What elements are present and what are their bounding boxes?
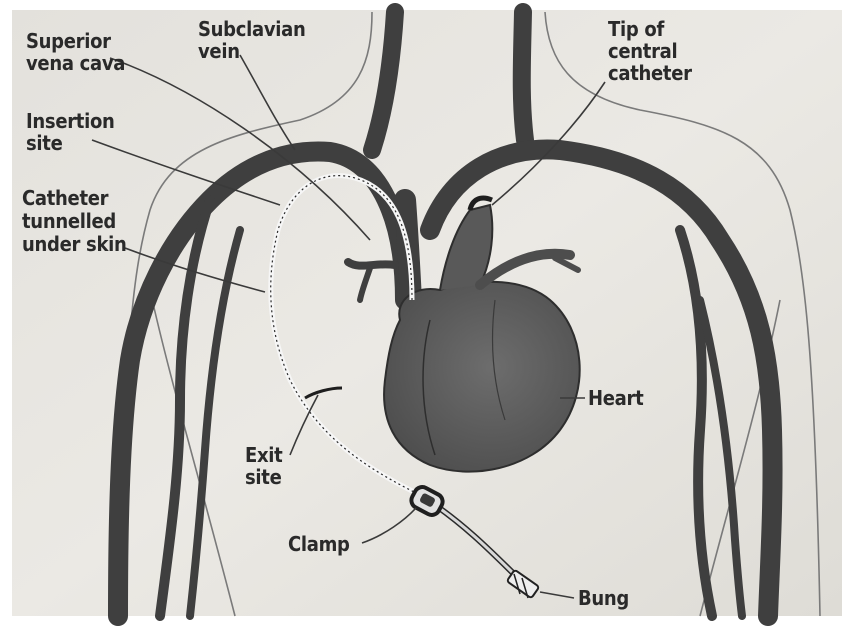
label-bung: Bung	[578, 586, 629, 610]
label-catheter-tunnelled-under-skin: Catheter tunnelled under skin	[22, 186, 127, 256]
label-heart: Heart	[588, 386, 644, 410]
label-superior-vena-cava: Superior vena cava	[26, 29, 125, 75]
label-clamp: Clamp	[288, 532, 350, 556]
